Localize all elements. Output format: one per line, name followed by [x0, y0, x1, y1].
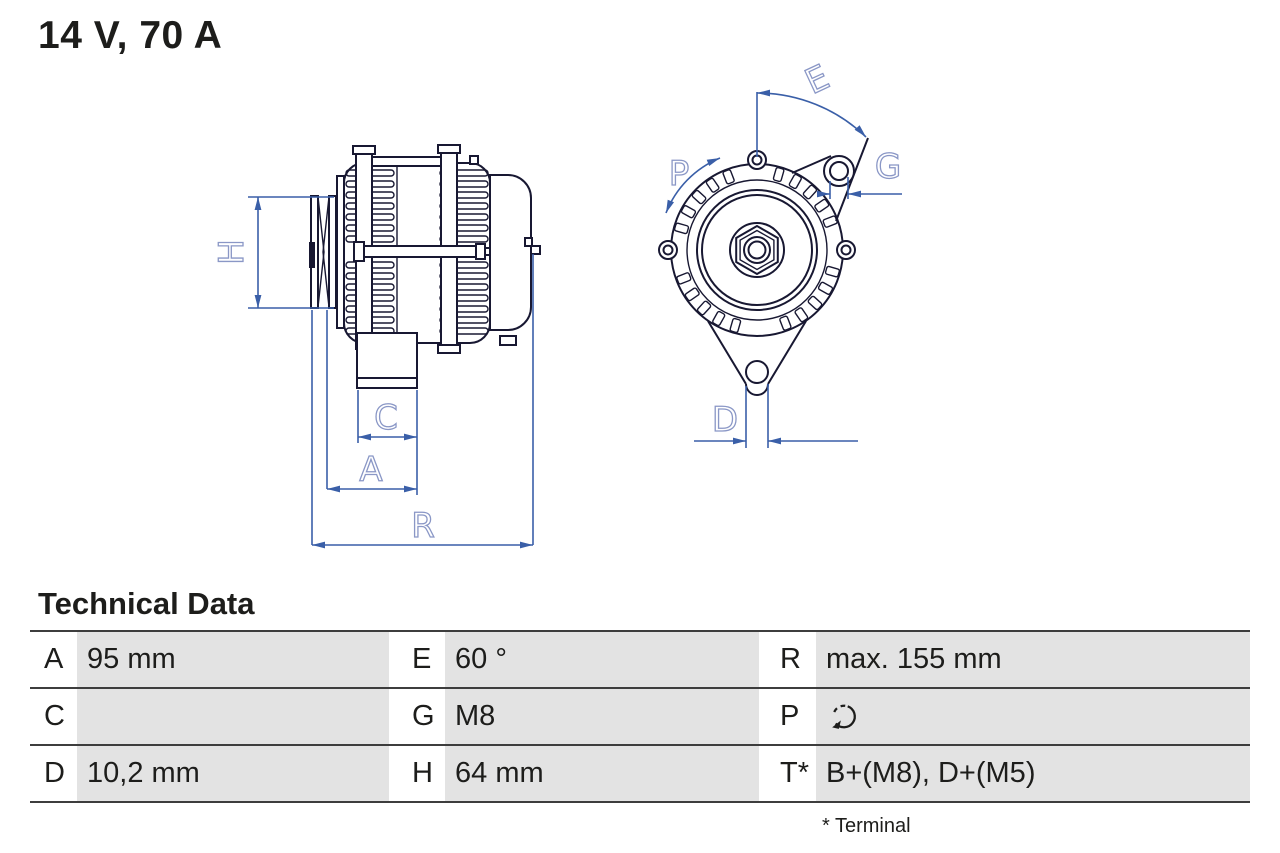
- alternator-front-view: [658, 137, 869, 396]
- dimension-label-h: H: [212, 239, 252, 265]
- spec-key-h: H: [389, 746, 445, 801]
- spec-value-e: 60 °: [445, 632, 759, 687]
- spec-value-p: [816, 689, 1250, 744]
- rear-end-cap: [489, 174, 532, 331]
- dimension-lines: [248, 89, 902, 549]
- spec-key-d: D: [30, 746, 77, 801]
- spec-key-e: E: [389, 632, 445, 687]
- spec-value-r: max. 155 mm: [816, 632, 1250, 687]
- dimension-arrowheads: [254, 89, 866, 549]
- spec-key-r: R: [759, 632, 816, 687]
- arm-mount-lug: [823, 155, 855, 187]
- technical-data-table: A 95 mm E 60 ° R max. 155 mm C G M8 P D: [30, 630, 1250, 803]
- dimension-label-g: G: [875, 147, 901, 187]
- spec-value-a: 95 mm: [77, 632, 389, 687]
- dimension-label-a: A: [359, 450, 382, 490]
- spec-key-g: G: [389, 689, 445, 744]
- spec-key-c: C: [30, 689, 77, 744]
- pulley: [309, 175, 345, 329]
- spec-value-c: [77, 689, 389, 744]
- dimension-label-p: P: [669, 154, 690, 194]
- spec-value-t: B+(M8), D+(M5): [816, 746, 1250, 801]
- dimension-label-d: D: [712, 400, 738, 440]
- table-row: C G M8 P: [30, 689, 1250, 746]
- dimension-label-c: C: [374, 398, 398, 438]
- terminal-footnote: * Terminal: [822, 815, 911, 837]
- spec-key-p: P: [759, 689, 816, 744]
- spec-value-d: 10,2 mm: [77, 746, 389, 801]
- page-title: 14 V, 70 A: [38, 14, 223, 57]
- mounting-foot: [356, 332, 418, 389]
- terminal-stud: [524, 237, 533, 247]
- alternator-side-view: [309, 144, 541, 389]
- spec-key-a: A: [30, 632, 77, 687]
- technical-data-section: Technical Data A 95 mm E 60 ° R max. 155…: [30, 586, 1250, 838]
- table-row: D 10,2 mm H 64 mm T* B+(M8), D+(M5): [30, 746, 1250, 803]
- dimension-label-e: E: [799, 57, 835, 102]
- spec-value-h: 64 mm: [445, 746, 759, 801]
- shaft-hub: [729, 222, 785, 278]
- technical-data-heading: Technical Data: [38, 586, 255, 621]
- bottom-mount-hole: [745, 360, 769, 384]
- table-row: A 95 mm E 60 ° R max. 155 mm: [30, 632, 1250, 689]
- through-bolt: [359, 245, 477, 258]
- spec-key-t: T*: [759, 746, 816, 801]
- vent-slots: [673, 166, 841, 334]
- spec-value-g: M8: [445, 689, 759, 744]
- technical-drawing: H C A R E P G D: [211, 57, 902, 549]
- rotation-direction-icon: [832, 704, 856, 729]
- dimension-label-r: R: [411, 506, 435, 546]
